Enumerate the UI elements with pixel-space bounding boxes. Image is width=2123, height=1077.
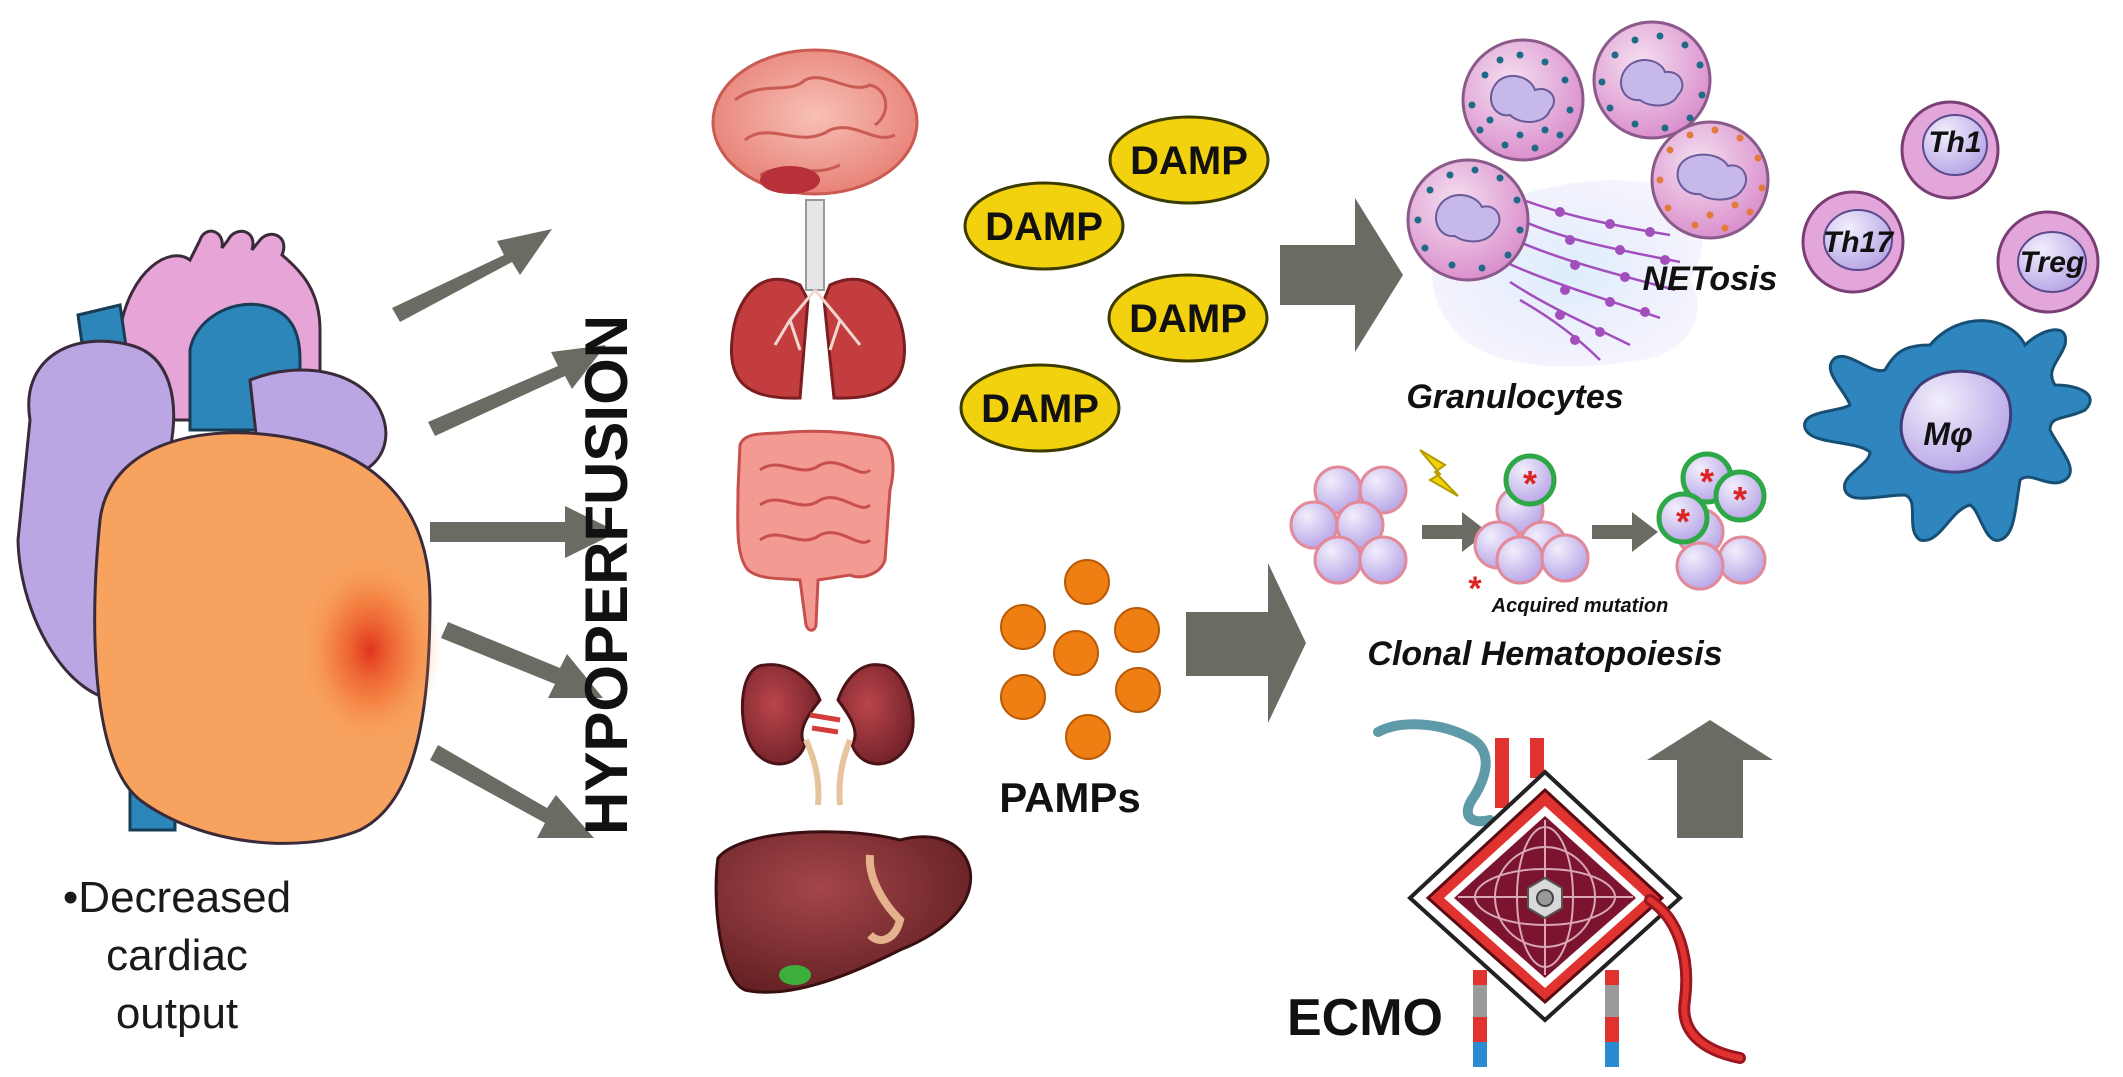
granulocytes-label: Granulocytes [1406, 378, 1623, 416]
pamp-dot [1065, 714, 1111, 760]
treg-label: Treg [2020, 246, 2084, 279]
heart-to-hypoperfusion-arrows [392, 229, 618, 838]
damp-label: DAMP [985, 205, 1103, 249]
brain-icon [711, 48, 919, 196]
clonal-hematopoiesis-label: Clonal Hematopoiesis [1367, 635, 1722, 673]
granulocyte-cell [1461, 38, 1585, 162]
arrow-icon [1186, 563, 1306, 723]
arrow-icon [1280, 198, 1403, 352]
arrow-icon [1647, 720, 1773, 838]
ecmo-label: ECMO [1287, 989, 1443, 1047]
clonal-cluster-normal [1289, 465, 1408, 585]
damp-badge: DAMP [963, 181, 1125, 271]
th17-cell: Th17 [1801, 190, 1905, 294]
damp-to-granulocytes-arrow [1280, 198, 1403, 352]
damp-cluster: DAMP DAMP DAMP DAMP [959, 115, 1270, 453]
granulocyte-cell [1406, 158, 1530, 282]
pamp-dot [1000, 674, 1046, 720]
heart-illustration [16, 229, 440, 845]
damp-label: DAMP [981, 387, 1099, 431]
lungs-icon [729, 199, 907, 400]
lightning-icon [1419, 449, 1459, 497]
mutation-star: * [1676, 501, 1690, 542]
arrow-icon [1422, 512, 1488, 552]
acquired-mutation-label: Acquired mutation [1491, 595, 1669, 617]
arrow-icon [430, 506, 618, 558]
heart-caption: •Decreased cardiac output [63, 873, 291, 1038]
caption-line-1: •Decreased [63, 873, 291, 922]
arrow-icon [441, 622, 603, 698]
th17-label: Th17 [1823, 226, 1894, 259]
damp-label: DAMP [1129, 297, 1247, 341]
granulocyte-cell [1592, 20, 1712, 140]
th1-label: Th1 [1928, 126, 1981, 159]
arrow-icon [430, 745, 594, 838]
pamp-dot [1053, 630, 1099, 676]
arrow-icon [392, 229, 552, 322]
clonal-arrow-1 [1422, 512, 1488, 552]
pamp-dot [1000, 604, 1046, 650]
pamps-to-clonal-arrow [1186, 563, 1306, 723]
clonal-cluster-mutating: * [1473, 453, 1590, 585]
clonal-cluster-expanded: * * * [1656, 451, 1767, 591]
hypoperfusion-label: HYPOPERFUSION [573, 315, 640, 835]
pamps-cluster [1000, 559, 1161, 760]
caption-line-2: cardiac [106, 931, 248, 980]
macrophage-label: Mφ [1923, 416, 1972, 452]
kidneys-icon [740, 663, 915, 806]
clonal-arrow-2 [1592, 512, 1658, 552]
th1-cell: Th1 [1900, 100, 2000, 200]
arrow-icon [428, 345, 606, 436]
mutation-star: * [1733, 479, 1747, 520]
pamp-dot [1114, 607, 1160, 653]
caption-line-3: output [116, 989, 238, 1038]
netosis-label: NETosis [1643, 260, 1778, 298]
damp-badge: DAMP [959, 363, 1121, 453]
ecmo-device-icon [1373, 719, 1746, 1067]
macrophage-cell: Mφ [1803, 319, 2092, 542]
mutation-star: * [1700, 461, 1714, 502]
legend-mutation-star: * [1468, 570, 1482, 608]
pamps-label: PAMPs [999, 774, 1141, 821]
pamp-dot [1115, 667, 1161, 713]
damp-badge: DAMP [1108, 115, 1270, 205]
arrow-icon [1592, 512, 1658, 552]
damp-badge: DAMP [1107, 273, 1269, 363]
granulocyte-cell [1650, 120, 1770, 240]
intestines-icon [736, 429, 895, 632]
pamp-dot [1064, 559, 1110, 605]
mutation-star: * [1523, 463, 1537, 504]
damp-label: DAMP [1130, 139, 1248, 183]
treg-cell: Treg [1996, 210, 2100, 314]
liver-icon [714, 830, 973, 994]
ecmo-to-clonal-arrow [1647, 720, 1773, 838]
